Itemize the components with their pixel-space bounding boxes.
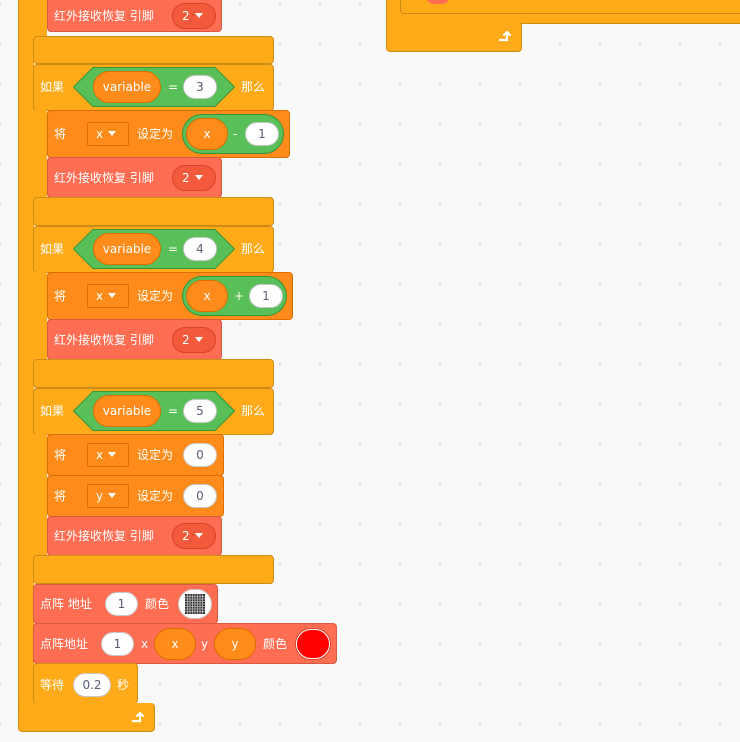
then-label-2: 那么 (241, 80, 266, 94)
ir-pin-dropdown-3[interactable]: 2 (172, 327, 216, 353)
minus-value[interactable]: 1 (245, 122, 279, 146)
set-y-value[interactable]: 0 (183, 484, 217, 508)
set-var-name-x0: x (96, 448, 104, 462)
set-label-2: 将 (54, 127, 67, 141)
matrix-xy-color-label: 颜色 (263, 637, 288, 651)
outer-loop-footer[interactable] (18, 703, 155, 732)
set-var-dropdown-2[interactable]: x (87, 122, 129, 146)
ir-pin-dropdown-2[interactable]: 2 (172, 165, 216, 191)
set-var-dropdown-x0[interactable]: x (87, 443, 129, 467)
equals-sign-5: = (168, 404, 179, 418)
dropdown-caret-icon (194, 337, 203, 342)
matrix-y-label: y (201, 637, 209, 651)
ir-pin-value-1: 2 (182, 9, 190, 23)
if-block-4-arm (33, 434, 47, 556)
dropdown-caret-icon (108, 452, 117, 457)
loop-arrow-icon (131, 711, 144, 723)
compare-value-5[interactable]: 5 (183, 399, 217, 423)
set-x-value[interactable]: 0 (183, 443, 217, 467)
ir-pin-dropdown-4[interactable]: 2 (172, 523, 216, 549)
variable-reporter-4[interactable]: variable (93, 233, 161, 265)
variable-reporter-5[interactable]: variable (93, 395, 161, 427)
if-block-4-footer[interactable] (33, 555, 274, 584)
ir-resume-label-2: 红外接收恢复 引脚 (54, 171, 154, 185)
ir-pin-dropdown-1[interactable]: 2 (172, 3, 216, 29)
dropdown-caret-icon (108, 493, 117, 498)
loop-arrow-icon (498, 30, 511, 42)
x-reporter-minus[interactable]: x (186, 118, 228, 150)
right-loop-footer[interactable] (386, 22, 522, 52)
dropdown-caret-icon (194, 13, 203, 18)
dropdown-caret-icon (194, 175, 203, 180)
led-matrix-icon[interactable] (178, 589, 212, 619)
set-to-label-2: 设定为 (137, 127, 174, 141)
color-swatch-icon[interactable] (296, 629, 330, 659)
set-var-dropdown-3[interactable]: x (87, 284, 129, 308)
matrix-y-reporter[interactable]: y (214, 628, 256, 660)
variable-reporter-3[interactable]: variable (93, 71, 161, 103)
right-inner-block-tail (426, 0, 450, 4)
matrix-xy-label: 点阵地址 (40, 637, 89, 651)
matrix-xy-addr-input[interactable]: 1 (101, 632, 134, 656)
set-var-name-y0: y (96, 489, 104, 503)
plus-value[interactable]: 1 (249, 284, 283, 308)
ir-pin-value-4: 2 (182, 529, 190, 543)
set-var-dropdown-y0[interactable]: y (87, 484, 129, 508)
if-block-2-arm (33, 110, 47, 198)
wait-seconds-input[interactable]: 0.2 (73, 673, 111, 697)
compare-value-4[interactable]: 4 (183, 237, 217, 261)
set-to-label-x0: 设定为 (137, 448, 174, 462)
if-label-3: 如果 (40, 242, 65, 256)
dropdown-caret-icon (108, 293, 117, 298)
set-label-y0: 将 (54, 489, 67, 503)
if-block-2-footer[interactable] (33, 197, 274, 226)
set-to-label-3: 设定为 (137, 289, 174, 303)
equals-sign-3: = (168, 80, 179, 94)
if-label-2: 如果 (40, 80, 65, 94)
ir-pin-value-3: 2 (182, 333, 190, 347)
right-loop-inner-notch (400, 0, 740, 14)
if-block-1-arm[interactable] (33, 0, 47, 38)
ir-resume-label-4: 红外接收恢复 引脚 (54, 529, 154, 543)
set-to-label-y0: 设定为 (137, 489, 174, 503)
seconds-label: 秒 (117, 678, 130, 692)
set-label-3: 将 (54, 289, 67, 303)
dropdown-caret-icon (194, 533, 203, 538)
set-var-name-2: x (96, 127, 104, 141)
matrix-addr-input[interactable]: 1 (105, 592, 138, 616)
equals-sign-4: = (168, 242, 179, 256)
compare-value-3[interactable]: 3 (183, 75, 217, 99)
if-block-3-footer[interactable] (33, 359, 274, 388)
minus-sign: - (233, 127, 238, 141)
matrix-color-label: 颜色 (145, 597, 170, 611)
outer-loop-spine[interactable] (18, 0, 34, 712)
if-label-4: 如果 (40, 404, 65, 418)
x-reporter-plus[interactable]: x (186, 280, 228, 312)
dropdown-caret-icon (108, 131, 117, 136)
matrix-x-label: x (141, 637, 149, 651)
matrix-label: 点阵 地址 (40, 597, 92, 611)
matrix-x-reporter[interactable]: x (154, 628, 196, 660)
plus-sign: + (234, 289, 245, 303)
then-label-4: 那么 (241, 404, 266, 418)
set-label-x0: 将 (54, 448, 67, 462)
ir-resume-label-3: 红外接收恢复 引脚 (54, 333, 154, 347)
if-block-1-footer[interactable] (33, 36, 274, 64)
ir-pin-value-2: 2 (182, 171, 190, 185)
then-label-3: 那么 (241, 242, 266, 256)
wait-label: 等待 (40, 678, 65, 692)
set-var-name-3: x (96, 289, 104, 303)
ir-resume-label-1: 红外接收恢复 引脚 (54, 9, 154, 23)
if-block-3-arm (33, 272, 47, 360)
